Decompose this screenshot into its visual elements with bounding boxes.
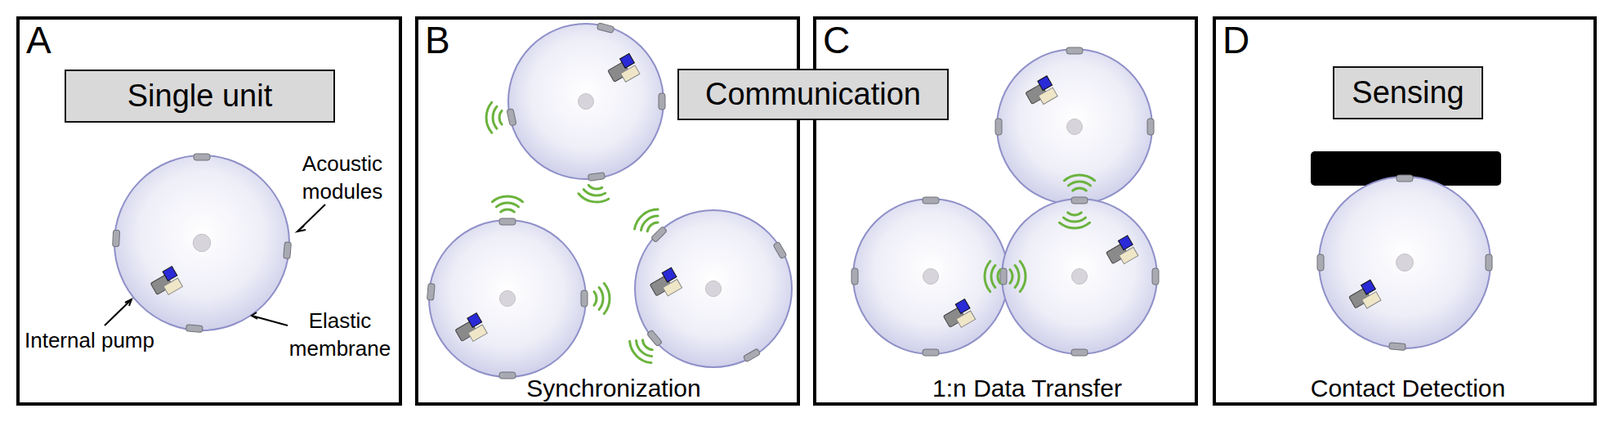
- robot-unit: [506, 22, 666, 182]
- title-text: Communication: [705, 77, 921, 112]
- acoustic-module: [1071, 196, 1088, 204]
- acoustic-module: [499, 371, 516, 379]
- panel-letter: B: [424, 19, 451, 62]
- part-label: Elastic membrane: [282, 307, 398, 363]
- panel-letter: A: [26, 19, 52, 62]
- acoustic-module: [186, 324, 204, 333]
- acoustic-wave: [634, 209, 659, 232]
- acoustic-module: [427, 282, 436, 300]
- acoustic-module: [1396, 174, 1413, 182]
- title-text: Single unit: [127, 79, 273, 114]
- center-hub: [499, 290, 515, 306]
- elastic-membrane: [1001, 198, 1158, 354]
- center-hub: [578, 93, 595, 110]
- panel-frame: D Contact Detection Sensing: [1212, 16, 1597, 406]
- acoustic-wave: [630, 339, 653, 363]
- robot-unit: [112, 153, 292, 332]
- panel-caption: Contact Detection: [1310, 374, 1506, 403]
- panel-letter: D: [1222, 19, 1250, 62]
- acoustic-module: [742, 348, 760, 363]
- acoustic-module: [995, 118, 1002, 135]
- acoustic-module: [1066, 47, 1083, 54]
- robot-unit: [851, 196, 1011, 356]
- elastic-membrane: [429, 219, 586, 377]
- title-text: Sensing: [1351, 75, 1464, 111]
- title-box: Communication: [677, 68, 949, 121]
- leader-lines: [104, 204, 326, 326]
- acoustic-wave: [594, 282, 610, 313]
- center-hub: [192, 233, 211, 251]
- acoustic-module: [651, 226, 668, 243]
- acoustic-module: [922, 348, 939, 356]
- elastic-membrane: [853, 198, 1009, 354]
- acoustic-module: [587, 172, 605, 182]
- acoustic-wave: [1063, 174, 1095, 191]
- acoustic-module: [596, 22, 614, 34]
- acoustic-module: [1317, 254, 1324, 271]
- part-label: Acoustic modules: [287, 150, 398, 206]
- acoustic-wave: [1059, 212, 1090, 228]
- center-hub: [1072, 268, 1088, 285]
- part-label: Internal pump: [24, 326, 155, 355]
- acoustic-module: [193, 153, 211, 161]
- title-box: Single unit: [64, 69, 336, 123]
- acoustic-module: [851, 268, 859, 285]
- contact-object: [1310, 151, 1502, 186]
- acoustic-module: [283, 241, 292, 260]
- acoustic-module: [112, 229, 121, 246]
- acoustic-module: [499, 218, 516, 225]
- elastic-membrane: [1318, 176, 1491, 349]
- acoustic-module: [1000, 268, 1007, 285]
- panel-letter: C: [822, 19, 850, 62]
- elastic-membrane: [508, 23, 664, 179]
- acoustic-module: [1485, 254, 1493, 271]
- center-hub: [1396, 254, 1414, 272]
- acoustic-module: [658, 93, 666, 110]
- robot-unit: [995, 47, 1154, 206]
- internal-pump: [941, 299, 977, 333]
- internal-pump: [648, 267, 684, 301]
- acoustic-module: [1147, 118, 1154, 135]
- robot-unit: [1317, 174, 1493, 350]
- center-hub: [705, 280, 721, 296]
- acoustic-module: [922, 196, 939, 204]
- acoustic-module: [1152, 268, 1159, 285]
- panel-caption: Synchronization: [526, 374, 701, 403]
- elastic-membrane: [114, 155, 290, 331]
- acoustic-module: [773, 241, 787, 259]
- acoustic-module: [646, 329, 662, 346]
- acoustic-module: [1071, 348, 1088, 356]
- robot-unit: [1000, 196, 1159, 356]
- robot-unit: [427, 218, 588, 379]
- internal-pump: [1103, 235, 1140, 269]
- acoustic-wave: [578, 184, 609, 202]
- robot-unit: [634, 210, 792, 367]
- acoustic-wave: [486, 102, 502, 133]
- acoustic-module: [506, 108, 517, 126]
- internal-pump: [605, 53, 641, 88]
- acoustic-wave: [984, 260, 1001, 291]
- acoustic-module: [1389, 342, 1407, 351]
- internal-pump: [148, 266, 184, 300]
- center-hub: [923, 268, 939, 285]
- acoustic-module: [581, 290, 588, 307]
- elastic-membrane: [634, 210, 792, 367]
- panel-caption: 1:n Data Transfer: [932, 374, 1122, 403]
- internal-pump: [453, 312, 489, 347]
- elastic-membrane: [996, 49, 1153, 205]
- internal-pump: [1023, 75, 1059, 110]
- acoustic-wave: [1010, 260, 1026, 291]
- internal-pump: [1346, 279, 1382, 313]
- title-box: Sensing: [1332, 66, 1484, 120]
- center-hub: [1067, 119, 1083, 135]
- acoustic-wave: [491, 196, 523, 212]
